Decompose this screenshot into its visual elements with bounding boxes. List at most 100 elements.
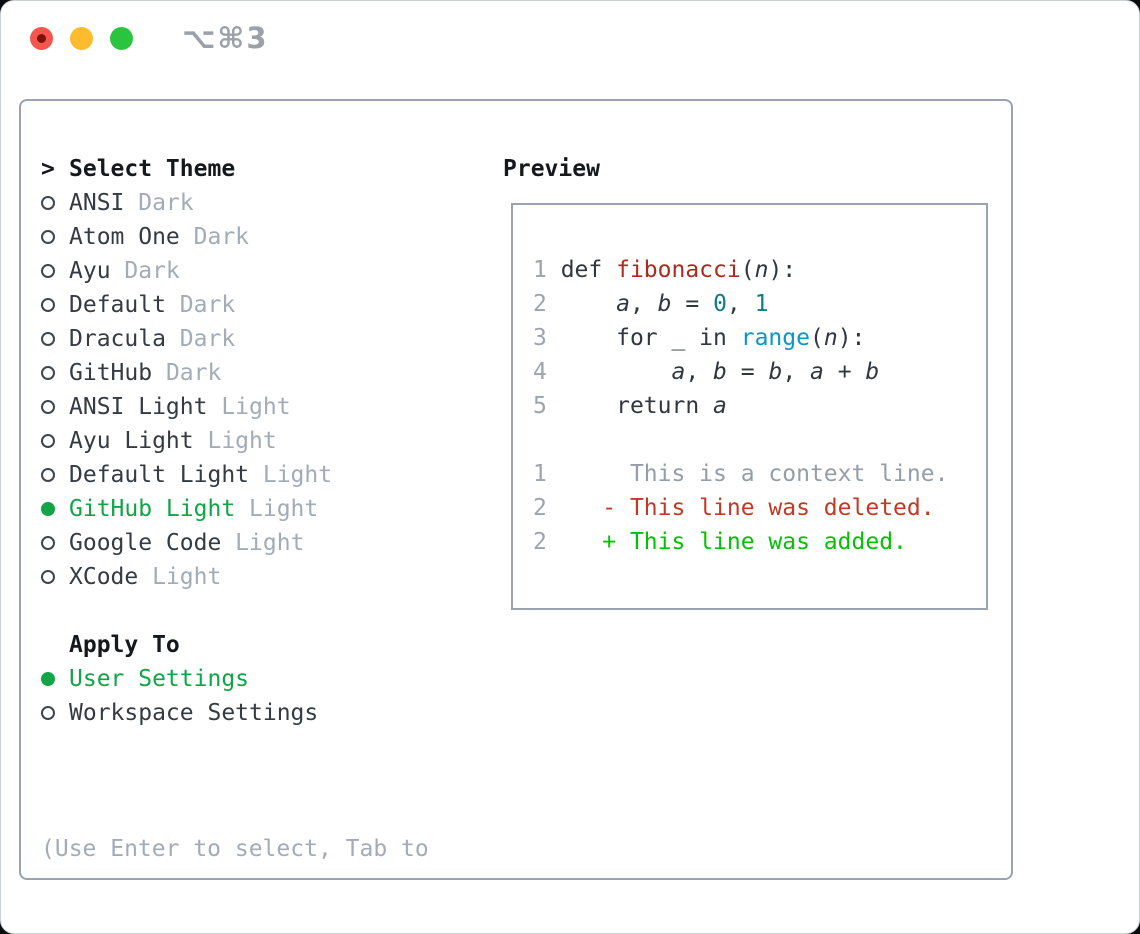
apply-option-label: User Settings [69, 666, 250, 692]
radio-unselected-icon [41, 196, 55, 210]
diff-preview: 1 This is a context line. 2 - This line w… [533, 457, 948, 559]
theme-variant: Light [235, 496, 319, 522]
radio-prefix [41, 570, 69, 584]
theme-variant: Light [221, 530, 305, 556]
line-number: 2 [533, 529, 561, 555]
code-segment-variable: n [754, 257, 769, 283]
theme-name: Dracula [69, 326, 166, 352]
theme-option-github-light[interactable]: GitHub Light Light [41, 492, 429, 526]
theme-variant: Dark [165, 292, 236, 318]
code-segment-number: 1 [754, 291, 769, 317]
radio-unselected-icon [41, 366, 55, 380]
theme-option-default-light[interactable]: Default Light Light [41, 458, 429, 492]
code-segment-call: range [740, 325, 810, 351]
theme-option-ayu[interactable]: Ayu Dark [41, 254, 429, 288]
select-theme-title: Select Theme [69, 156, 236, 182]
radio-unselected-icon [41, 706, 55, 720]
apply-option-user-settings[interactable]: User Settings [41, 662, 429, 696]
theme-option-dracula[interactable]: Dracula Dark [41, 322, 429, 356]
preview-title: Preview [503, 156, 600, 182]
radio-prefix [41, 502, 69, 516]
code-line: 4 a, b = b, a + b [533, 355, 948, 389]
theme-variant: Light [207, 394, 291, 420]
theme-variant: Dark [165, 326, 236, 352]
titlebar: ⌥⌘3 [30, 24, 269, 53]
radio-unselected-icon [41, 298, 55, 312]
code-segment-variable: b [865, 359, 880, 385]
theme-name: ANSI [69, 190, 125, 216]
radio-selected-icon [41, 672, 55, 686]
minimize-button[interactable] [70, 27, 93, 50]
theme-variant: Dark [110, 258, 180, 284]
apply-to-header: Apply To [41, 628, 429, 662]
code-segment-plain: return [560, 393, 714, 419]
line-number: 4 [533, 359, 561, 385]
radio-prefix [41, 672, 69, 686]
radio-prefix [41, 468, 69, 482]
diff-line-deleted: 2 - This line was deleted. [533, 491, 948, 525]
apply-option-workspace-settings[interactable]: Workspace Settings [41, 696, 429, 730]
theme-option-ayu-light[interactable]: Ayu Light Light [41, 424, 429, 458]
code-segment-variable: b [768, 359, 783, 385]
close-button[interactable] [30, 27, 53, 50]
theme-option-default[interactable]: Default Dark [41, 288, 429, 322]
zoom-button[interactable] [110, 27, 133, 50]
theme-option-google-code[interactable]: Google Code Light [41, 526, 429, 560]
theme-option-atom-one[interactable]: Atom One Dark [41, 220, 429, 254]
theme-option-ansi[interactable]: ANSI Dark [41, 186, 429, 220]
radio-prefix [41, 536, 69, 550]
theme-option-ansi-light[interactable]: ANSI Light Light [41, 390, 429, 424]
theme-name: GitHub Light [69, 496, 236, 522]
radio-unselected-icon [41, 332, 55, 346]
theme-name: ANSI Light [69, 394, 208, 420]
radio-unselected-icon [41, 230, 55, 244]
theme-name: Ayu [69, 258, 111, 284]
diff-text: - This line was deleted. [560, 495, 935, 521]
apply-option-label: Workspace Settings [69, 700, 319, 726]
radio-selected-icon [41, 502, 55, 516]
code-segment-variable: a [713, 393, 727, 419]
theme-option-xcode[interactable]: XCode Light [41, 560, 429, 594]
line-number: 2 [533, 495, 561, 521]
code-segment-plain: , [629, 291, 658, 317]
diff-text: This is a context line. [560, 461, 949, 487]
radio-unselected-icon [41, 570, 55, 584]
code-line: 2 a, b = 0, 1 [533, 287, 948, 321]
code-segment-plain: , [726, 291, 755, 317]
code-segment-variable: b [657, 291, 672, 317]
radio-unselected-icon [41, 264, 55, 278]
code-segment-number: 0 [713, 291, 727, 317]
code-line: 3 for _ in range(n): [533, 321, 948, 355]
radio-prefix [41, 366, 69, 380]
code-segment-plain: , [782, 359, 811, 385]
theme-name: XCode [69, 564, 139, 590]
radio-unselected-icon [41, 434, 55, 448]
line-number: 3 [533, 325, 561, 351]
line-number: 1 [533, 461, 561, 487]
line-number: 5 [533, 393, 561, 419]
code-segment-plain: for _ in [560, 325, 741, 351]
radio-prefix [41, 264, 69, 278]
theme-option-github[interactable]: GitHub Dark [41, 356, 429, 390]
theme-variant: Light [138, 564, 222, 590]
radio-prefix [41, 298, 69, 312]
line-number: 1 [533, 257, 561, 283]
radio-prefix [41, 434, 69, 448]
code-segment-variable: b [713, 359, 727, 385]
code-segment-plain [561, 359, 672, 385]
radio-prefix [41, 706, 69, 720]
apply-to-title: Apply To [69, 632, 180, 658]
code-segment-variable: a [616, 291, 630, 317]
code-line: 5 return a [533, 389, 948, 423]
radio-unselected-icon [41, 536, 55, 550]
code-segment-plain: ( [809, 325, 824, 351]
code-segment-plain: = [671, 291, 714, 317]
theme-name: GitHub [69, 360, 153, 386]
select-theme-header: > Select Theme [41, 152, 429, 186]
